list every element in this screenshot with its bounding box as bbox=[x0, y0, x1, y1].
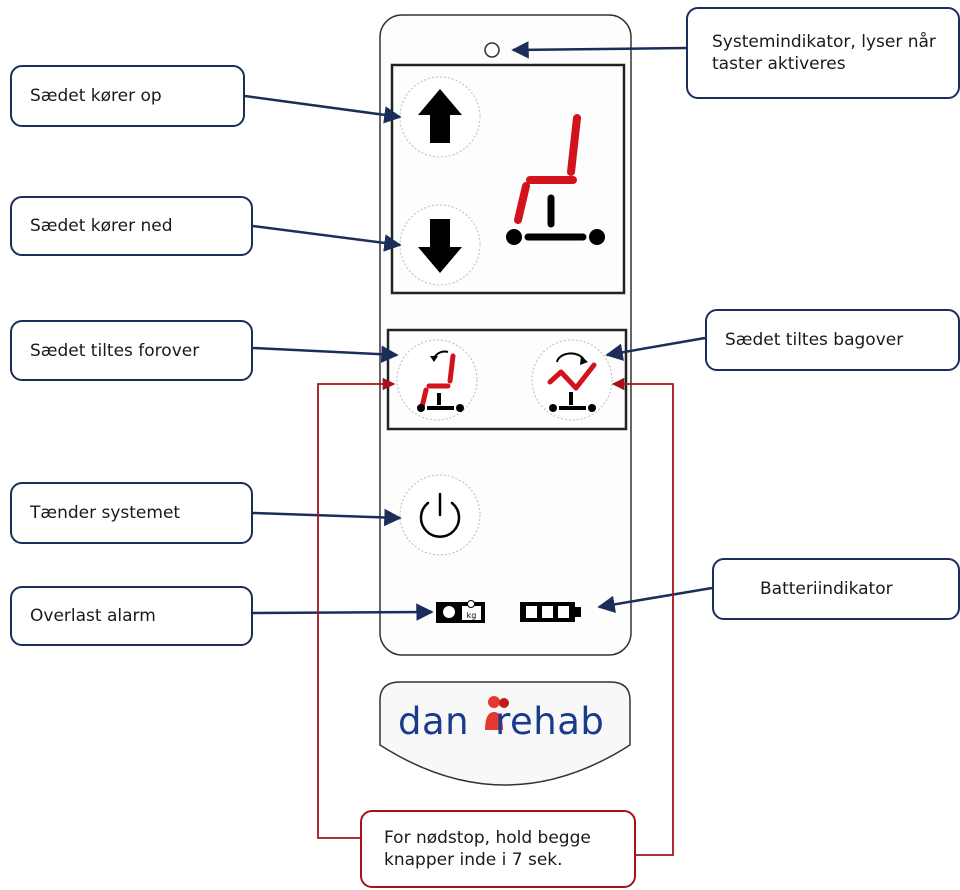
up-button[interactable] bbox=[399, 76, 481, 158]
callout-power-on: Tænder systemet bbox=[10, 482, 253, 544]
logo-text-dan: dan bbox=[398, 700, 470, 743]
tilt-backward-icon bbox=[547, 352, 597, 412]
tilt-forward-icon bbox=[417, 350, 464, 412]
power-button[interactable] bbox=[399, 474, 481, 556]
callout-seat-up-text: Sædet kører op bbox=[30, 86, 162, 106]
logo-badge bbox=[379, 681, 631, 786]
height-panel bbox=[390, 63, 626, 295]
person-logo-icon bbox=[485, 696, 509, 730]
callout-tilt-backward: Sædet tiltes bagover bbox=[705, 309, 960, 371]
callout-tilt-forward: Sædet tiltes forover bbox=[10, 320, 253, 381]
callout-overload-alarm: Overlast alarm bbox=[10, 586, 253, 646]
arrow-up-icon bbox=[418, 89, 462, 143]
tilt-forward-button[interactable] bbox=[396, 339, 478, 421]
callout-system-indicator-text: Systemindikator, lyser når taster aktive… bbox=[712, 32, 936, 74]
system-indicator-led bbox=[484, 42, 500, 58]
callout-seat-up: Sædet kører op bbox=[10, 65, 245, 127]
callout-emergency-stop-text: For nødstop, hold begge knapper inde i 7… bbox=[384, 828, 591, 870]
callout-tilt-forward-text: Sædet tiltes forover bbox=[30, 340, 200, 361]
kg-icon: kg bbox=[467, 611, 477, 620]
power-icon bbox=[419, 501, 461, 538]
arrow-down-icon bbox=[418, 219, 462, 273]
navy-connectors bbox=[244, 41, 713, 621]
callout-battery-indicator-text: Batteriindikator bbox=[760, 579, 893, 599]
tilt-backward-button[interactable] bbox=[531, 339, 613, 421]
seat-lift-icon bbox=[506, 114, 605, 245]
logo-text-rehab: rehab bbox=[495, 700, 605, 743]
emergency-stop-connectors bbox=[317, 377, 674, 856]
callout-seat-down: Sædet kører ned bbox=[10, 196, 253, 256]
brand-logo: dan rehab bbox=[398, 700, 604, 743]
callout-overload-alarm-text: Overlast alarm bbox=[30, 606, 156, 626]
callout-power-on-text: Tænder systemet bbox=[30, 503, 181, 523]
battery-icon bbox=[520, 602, 581, 622]
callout-seat-down-text: Sædet kører ned bbox=[30, 216, 173, 236]
down-button[interactable] bbox=[399, 204, 481, 286]
callout-system-indicator: Systemindikator, lyser når taster aktive… bbox=[686, 7, 960, 99]
callout-emergency-stop: For nødstop, hold begge knapper inde i 7… bbox=[360, 810, 636, 888]
callout-battery-indicator: Batteriindikator bbox=[712, 558, 960, 620]
callout-tilt-backward-text: Sædet tiltes bagover bbox=[725, 330, 904, 350]
overload-scale-icon: kg bbox=[436, 600, 485, 623]
